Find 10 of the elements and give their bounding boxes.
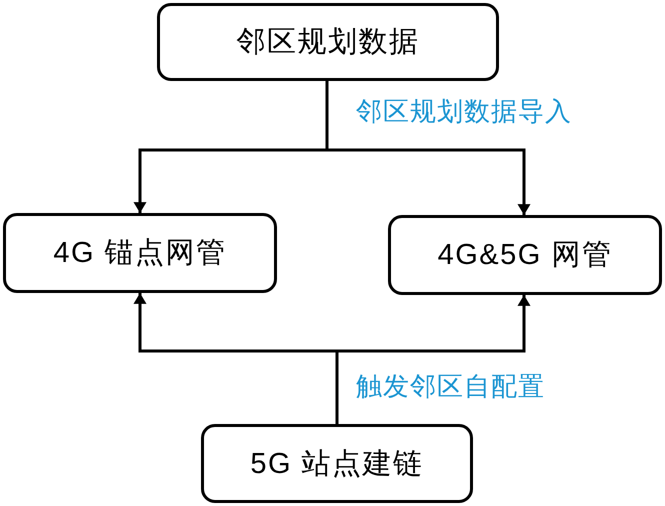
box-label: 4G&5G 网管 [438, 238, 612, 273]
box-label: 4G 锚点网管 [53, 236, 227, 271]
process-box [157, 3, 499, 81]
process-box [3, 213, 277, 293]
process-box [201, 424, 473, 503]
box-label: 邻区规划数据 [236, 25, 420, 60]
arrow [326, 81, 530, 215]
box-label: 5G 站点建链 [250, 446, 424, 482]
arrow [336, 295, 530, 424]
process-box [388, 215, 662, 295]
